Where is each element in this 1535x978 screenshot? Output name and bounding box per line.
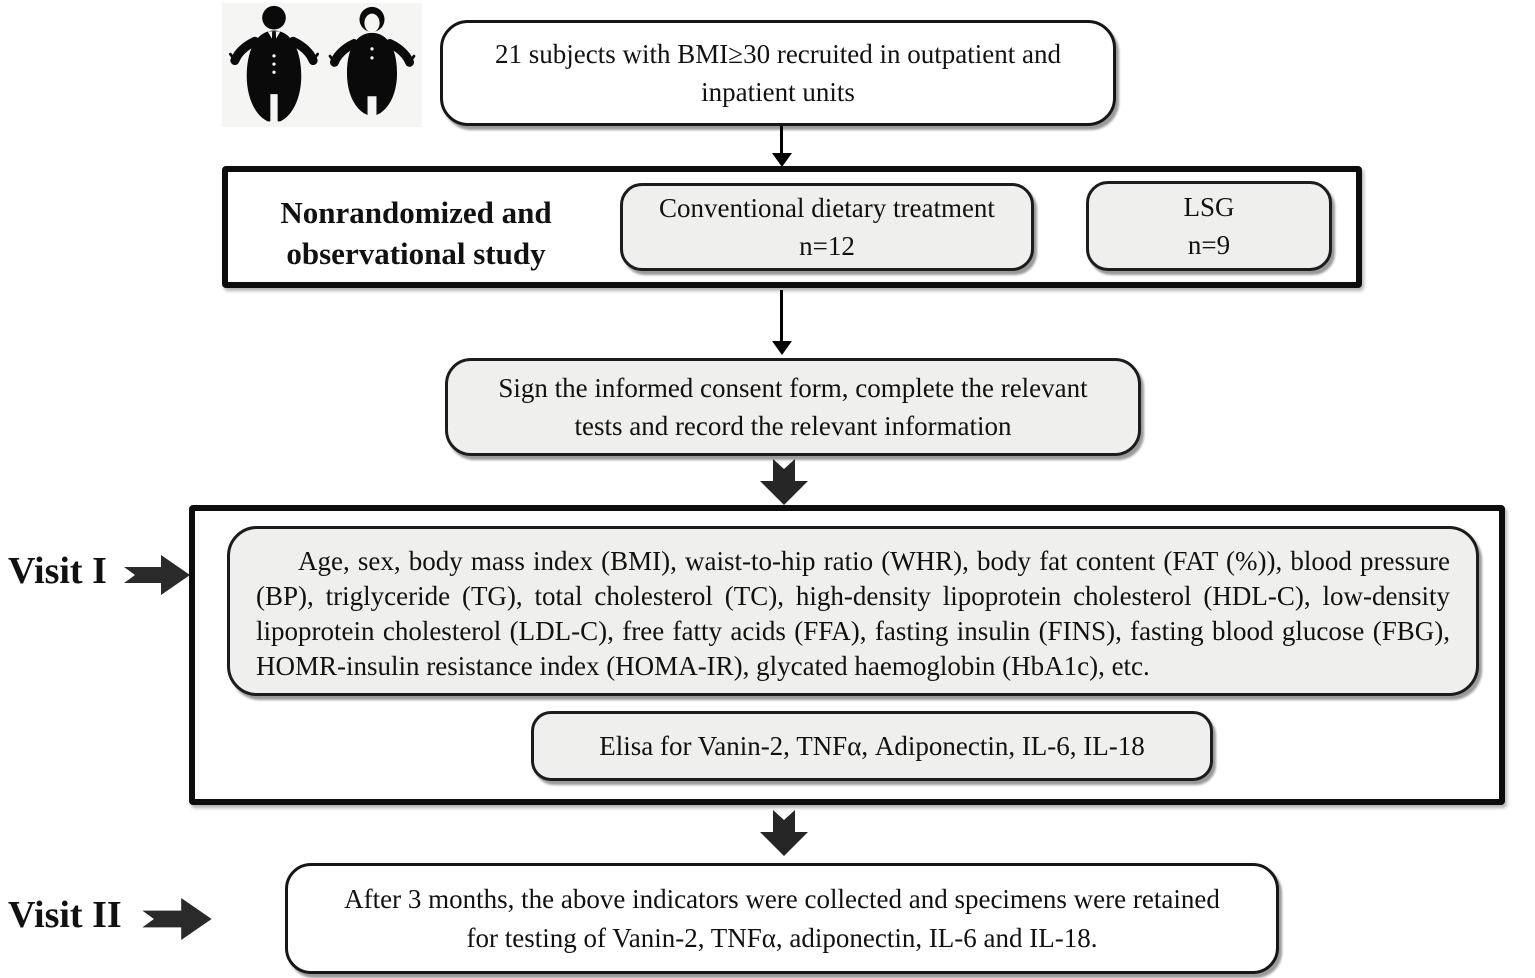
- arm-lsg-name: LSG: [1183, 191, 1235, 222]
- arrow-recruit-to-study: [780, 126, 783, 155]
- arm-diet-n: n=12: [799, 231, 855, 261]
- obese-man-icon: [226, 5, 322, 125]
- visit1-elisa-text: Elisa for Vanin-2, TNFα, Adiponectin, IL…: [599, 730, 1145, 761]
- down-arrow-icon: [760, 459, 808, 510]
- visit1-measurements-text: Age, sex, body mass index (BMI), waist-t…: [256, 546, 1450, 681]
- visit1-measurements-box: Age, sex, body mass index (BMI), waist-t…: [227, 526, 1479, 696]
- recruit-text: 21 subjects with BMI≥30 recruited in out…: [495, 38, 1061, 107]
- study-frame: Nonrandomized and observational study Co…: [222, 166, 1362, 288]
- visit2-text: After 3 months, the above indicators wer…: [344, 884, 1220, 953]
- visit1-right-arrow-icon: [124, 555, 190, 600]
- arrow-study-to-consent: [780, 290, 783, 343]
- visit2-label: Visit II: [8, 894, 122, 936]
- consent-text: Sign the informed consent form, complete…: [498, 372, 1088, 441]
- obese-woman-icon: [326, 6, 418, 124]
- arm-diet-box: Conventional dietary treatment n=12: [620, 183, 1034, 271]
- visit2-right-arrow-icon: [142, 898, 212, 945]
- arm-lsg-n: n=9: [1187, 230, 1231, 260]
- visit1-frame: Age, sex, body mass index (BMI), waist-t…: [189, 505, 1505, 805]
- down-arrow-icon: [760, 810, 808, 861]
- visit1-label: Visit I: [8, 550, 107, 592]
- arm-diet-name: Conventional dietary treatment: [659, 192, 995, 223]
- subject-icons-panel: [222, 3, 422, 127]
- visit1-elisa-box: Elisa for Vanin-2, TNFα, Adiponectin, IL…: [531, 711, 1213, 781]
- arm-lsg-box: LSG n=9: [1086, 181, 1332, 271]
- arrowhead-study-to-consent: [772, 341, 792, 355]
- recruit-box: 21 subjects with BMI≥30 recruited in out…: [440, 20, 1116, 126]
- consent-box: Sign the informed consent form, complete…: [445, 358, 1141, 456]
- arrowhead-recruit-to-study: [772, 153, 792, 167]
- study-title: Nonrandomized and observational study: [280, 195, 552, 271]
- visit2-box: After 3 months, the above indicators wer…: [285, 863, 1279, 974]
